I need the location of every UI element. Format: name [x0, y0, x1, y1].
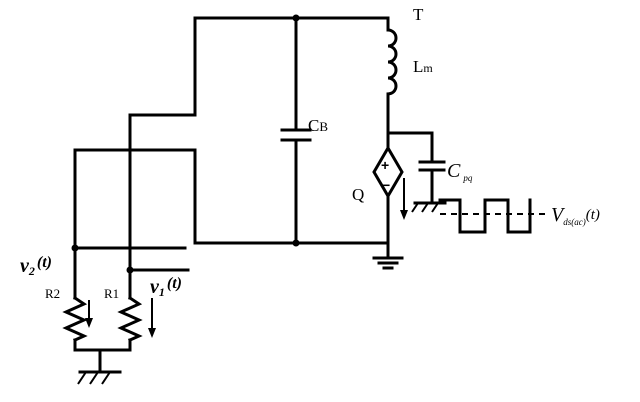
label-v2-main: v [20, 255, 30, 277]
label-v1-arg: (t) [167, 275, 182, 292]
label-v2-sub: 2 [28, 264, 35, 278]
label-r1: R1 [104, 286, 119, 301]
label-inductor-main: L [413, 57, 423, 76]
vds-waveform [438, 198, 546, 234]
label-inductor-lm: Lm [413, 57, 433, 76]
label-vds-sub: ds(ac) [563, 217, 586, 227]
ground-symbol-resistors [73, 348, 132, 385]
label-capacitor-cb: CB [308, 116, 328, 135]
ground-symbol-q [372, 256, 404, 270]
label-v2: v2(t) [20, 254, 52, 278]
label-v1-main: v [150, 276, 160, 298]
left-step-wires [73, 113, 197, 272]
switch-q [372, 145, 404, 260]
label-cb-main: C [308, 116, 319, 135]
vds-arrow [400, 178, 408, 220]
label-transformer-t: T [413, 5, 424, 24]
label-cb-sub: B [319, 119, 328, 134]
capacitor-cb [280, 16, 312, 245]
resistor-r1 [117, 268, 156, 352]
capacitor-cpq [386, 131, 447, 213]
top-rail-wire [193, 16, 390, 117]
label-v2-arg: (t) [37, 254, 52, 271]
label-cpq-main: C [447, 160, 461, 182]
label-vds-arg: (t) [586, 207, 600, 223]
label-v1-sub: 1 [159, 285, 165, 299]
switch-minus-sign: − [382, 177, 390, 193]
label-inductor-sub: m [423, 61, 433, 75]
label-v1: v1(t) [150, 275, 182, 299]
inductor-lm [386, 16, 398, 150]
label-switch-q: Q [352, 185, 364, 204]
switch-plus-sign: + [381, 157, 389, 173]
resistor-r2 [62, 246, 93, 352]
label-vds: Vds(ac)(t) [551, 204, 600, 227]
label-cpq-sub: pq [462, 173, 473, 183]
label-vds-main: V [551, 204, 566, 226]
label-r2: R2 [45, 286, 60, 301]
